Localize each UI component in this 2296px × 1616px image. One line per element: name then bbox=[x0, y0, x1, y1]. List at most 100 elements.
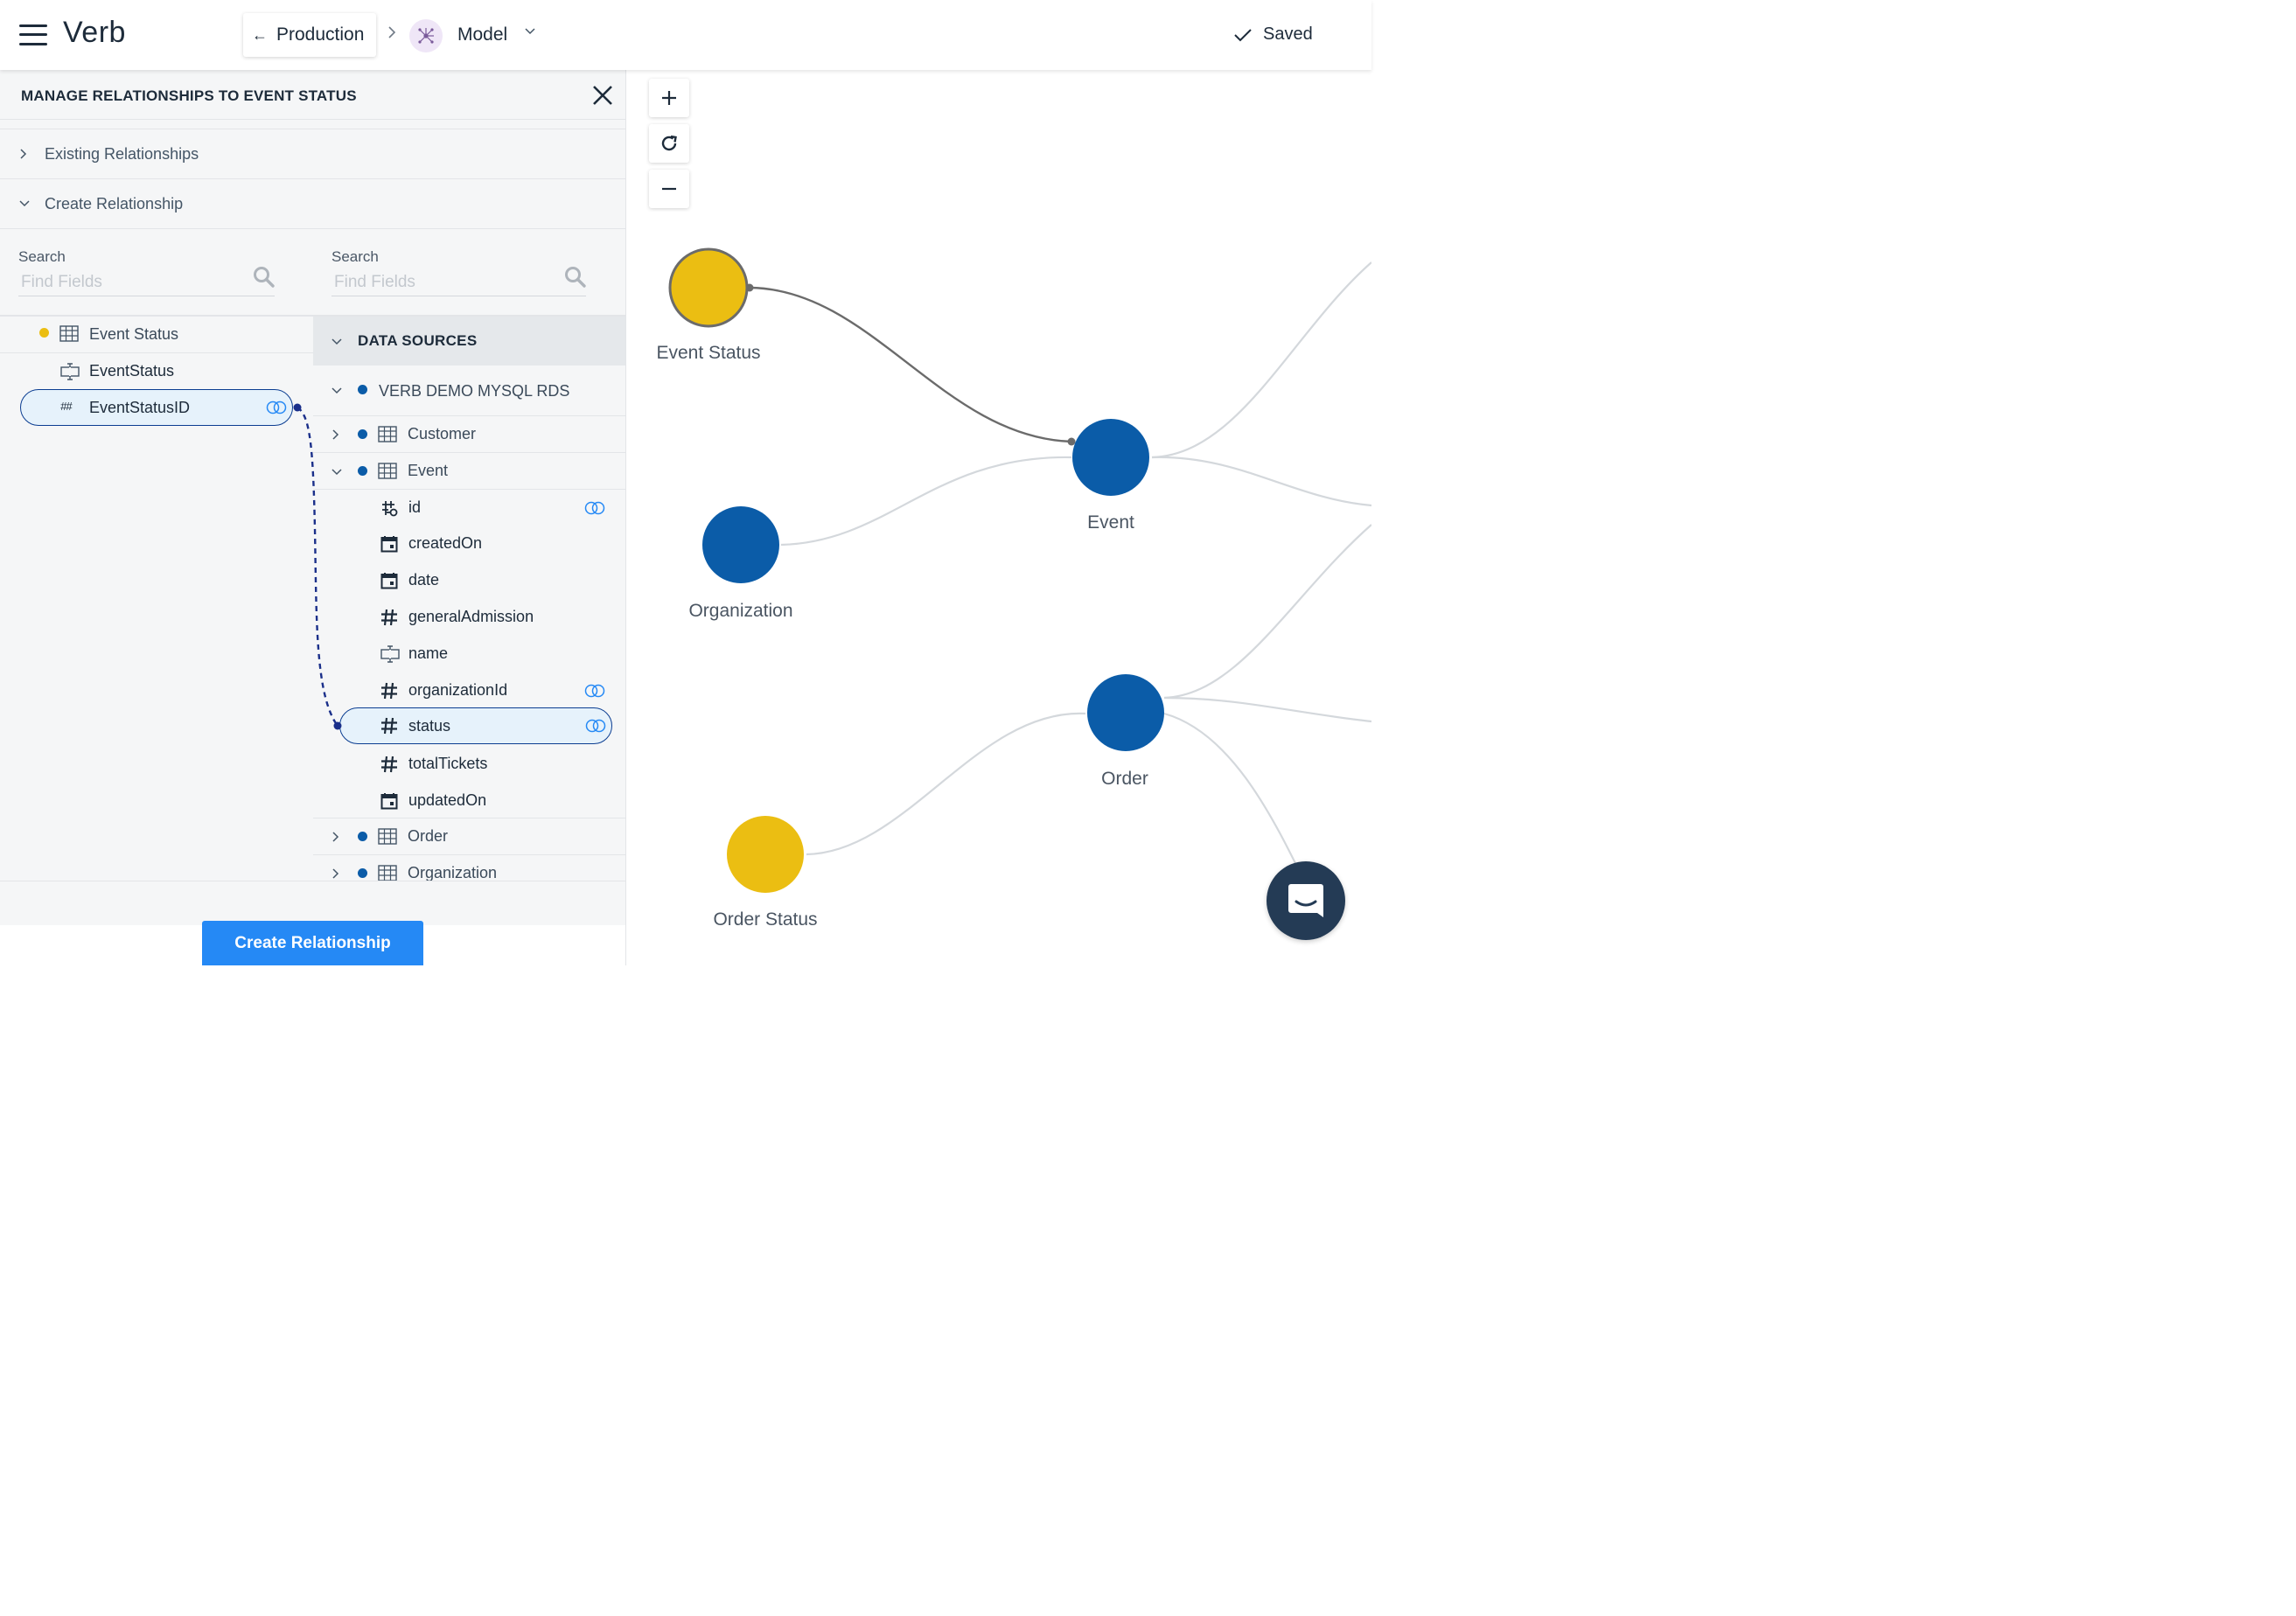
table-row-event[interactable]: Event bbox=[313, 452, 625, 489]
calendar-icon bbox=[380, 536, 398, 553]
node-order bbox=[1087, 674, 1164, 751]
chevron-down-icon bbox=[19, 200, 30, 207]
node-event-status bbox=[668, 247, 749, 328]
create-relationship-label: Create Relationship bbox=[45, 195, 184, 212]
minus-icon bbox=[662, 187, 676, 191]
graph-link bbox=[1163, 696, 1371, 723]
field-name: updatedOn bbox=[408, 791, 487, 809]
graph-svg bbox=[668, 247, 1371, 910]
field-name: id bbox=[408, 498, 422, 516]
search-input-right[interactable] bbox=[331, 268, 586, 296]
relationship-link-icon[interactable] bbox=[585, 719, 606, 733]
field-row[interactable]: name bbox=[313, 636, 625, 672]
plus-icon bbox=[662, 91, 676, 105]
number-field-icon bbox=[381, 717, 397, 735]
table-name: Order bbox=[408, 827, 449, 845]
field-name: createdOn bbox=[408, 534, 483, 552]
node-event bbox=[1072, 419, 1149, 496]
selected-field-status[interactable]: status bbox=[339, 707, 612, 744]
chevron-right-icon bbox=[332, 868, 339, 879]
existing-relationships-section[interactable]: Existing Relationships bbox=[0, 129, 625, 178]
number-field-icon bbox=[381, 756, 397, 773]
table-row-organization[interactable]: Organization bbox=[313, 854, 625, 881]
table-icon bbox=[378, 828, 397, 845]
divider bbox=[0, 315, 625, 317]
table-row-order[interactable]: Order bbox=[313, 818, 625, 854]
number-field-icon bbox=[381, 609, 397, 626]
event-status-fields: Event Status EventStatus bbox=[0, 317, 313, 881]
field-row[interactable]: generalAdmission bbox=[313, 599, 625, 636]
chevron-right-icon bbox=[332, 429, 339, 440]
table-name: Organization bbox=[408, 864, 498, 881]
reset-view-button[interactable] bbox=[649, 124, 689, 163]
zoom-out-button[interactable] bbox=[649, 170, 689, 208]
field-name: EventStatusID bbox=[89, 399, 191, 416]
chat-button[interactable] bbox=[1267, 861, 1345, 940]
data-sources-tree: DATA SOURCES VERB DEMO MYSQL RDS Custome… bbox=[313, 317, 625, 881]
chevron-down-icon bbox=[331, 469, 342, 476]
create-relationship-section[interactable]: Create Relationship bbox=[0, 178, 625, 228]
model-graph-canvas[interactable] bbox=[627, 70, 1371, 965]
search-label-left: Search bbox=[18, 248, 66, 265]
data-sources-title: DATA SOURCES bbox=[358, 332, 478, 349]
back-to-production-button[interactable]: ← Production bbox=[243, 13, 376, 57]
field-name: totalTickets bbox=[408, 755, 488, 772]
data-source-row[interactable]: VERB DEMO MYSQL RDS bbox=[313, 366, 625, 415]
status-dot bbox=[358, 466, 367, 476]
field-name: generalAdmission bbox=[408, 608, 534, 625]
chevron-down-icon bbox=[331, 338, 342, 345]
field-row[interactable]: createdOn bbox=[313, 526, 625, 562]
table-name: Event bbox=[408, 462, 449, 479]
top-bar: Verb ← Production Model Saved bbox=[0, 0, 1371, 70]
manage-relationships-panel: MANAGE RELATIONSHIPS TO EVENT STATUS Exi… bbox=[0, 70, 626, 965]
relationship-link-icon[interactable] bbox=[584, 684, 605, 698]
search-icon[interactable] bbox=[564, 266, 587, 289]
node-label: Order Status bbox=[713, 909, 818, 930]
zoom-in-button[interactable] bbox=[649, 79, 689, 117]
field-name: status bbox=[408, 717, 451, 735]
close-icon[interactable] bbox=[592, 85, 613, 106]
graph-link bbox=[806, 712, 1086, 856]
status-dot bbox=[358, 832, 367, 841]
field-row[interactable]: organizationId bbox=[313, 672, 625, 709]
table-row-event-status[interactable]: Event Status bbox=[0, 317, 313, 353]
search-input-left[interactable] bbox=[18, 268, 275, 296]
refresh-icon bbox=[661, 135, 677, 151]
field-row[interactable]: date bbox=[313, 562, 625, 599]
field-row[interactable]: id bbox=[313, 489, 625, 526]
panel-title: MANAGE RELATIONSHIPS TO EVENT STATUS bbox=[21, 87, 357, 104]
table-row-customer[interactable]: Customer bbox=[313, 415, 625, 452]
calendar-icon bbox=[380, 793, 398, 810]
back-button-label: Production bbox=[276, 24, 365, 45]
graph-link bbox=[1163, 524, 1371, 700]
search-icon[interactable] bbox=[253, 266, 276, 289]
brand-logo: Verb bbox=[63, 16, 126, 49]
chevron-down-icon[interactable] bbox=[523, 24, 537, 43]
data-sources-header[interactable]: DATA SOURCES bbox=[313, 317, 625, 366]
graph-link bbox=[1151, 261, 1371, 459]
chevron-right-icon bbox=[332, 832, 339, 842]
chevron-right-icon bbox=[387, 24, 397, 45]
status-dot bbox=[358, 429, 367, 439]
field-name: EventStatus bbox=[89, 362, 175, 380]
search-area: Search Search bbox=[0, 228, 625, 316]
field-row[interactable]: updatedOn bbox=[313, 783, 625, 819]
number-field-icon bbox=[381, 682, 397, 700]
create-relationship-button[interactable]: Create Relationship bbox=[202, 921, 423, 965]
number-field-icon: ## bbox=[60, 400, 73, 413]
model-breadcrumb[interactable]: Model bbox=[457, 24, 508, 45]
graph-link bbox=[1151, 456, 1371, 507]
table-name: Event Status bbox=[89, 325, 179, 343]
menu-icon[interactable] bbox=[19, 24, 47, 46]
selected-field-eventstatusid[interactable]: ## EventStatusID bbox=[20, 389, 293, 426]
panel-header: MANAGE RELATIONSHIPS TO EVENT STATUS bbox=[0, 70, 625, 120]
field-row[interactable]: EventStatus bbox=[0, 353, 313, 390]
field-relationship-connector bbox=[293, 403, 342, 730]
search-label-right: Search bbox=[331, 248, 379, 265]
node-label: Event bbox=[1087, 512, 1134, 533]
relationship-link-icon[interactable] bbox=[584, 501, 605, 515]
table-icon bbox=[378, 463, 397, 479]
field-row[interactable]: totalTickets bbox=[313, 746, 625, 783]
relationship-link-icon[interactable] bbox=[266, 401, 287, 414]
saved-label: Saved bbox=[1263, 24, 1313, 44]
